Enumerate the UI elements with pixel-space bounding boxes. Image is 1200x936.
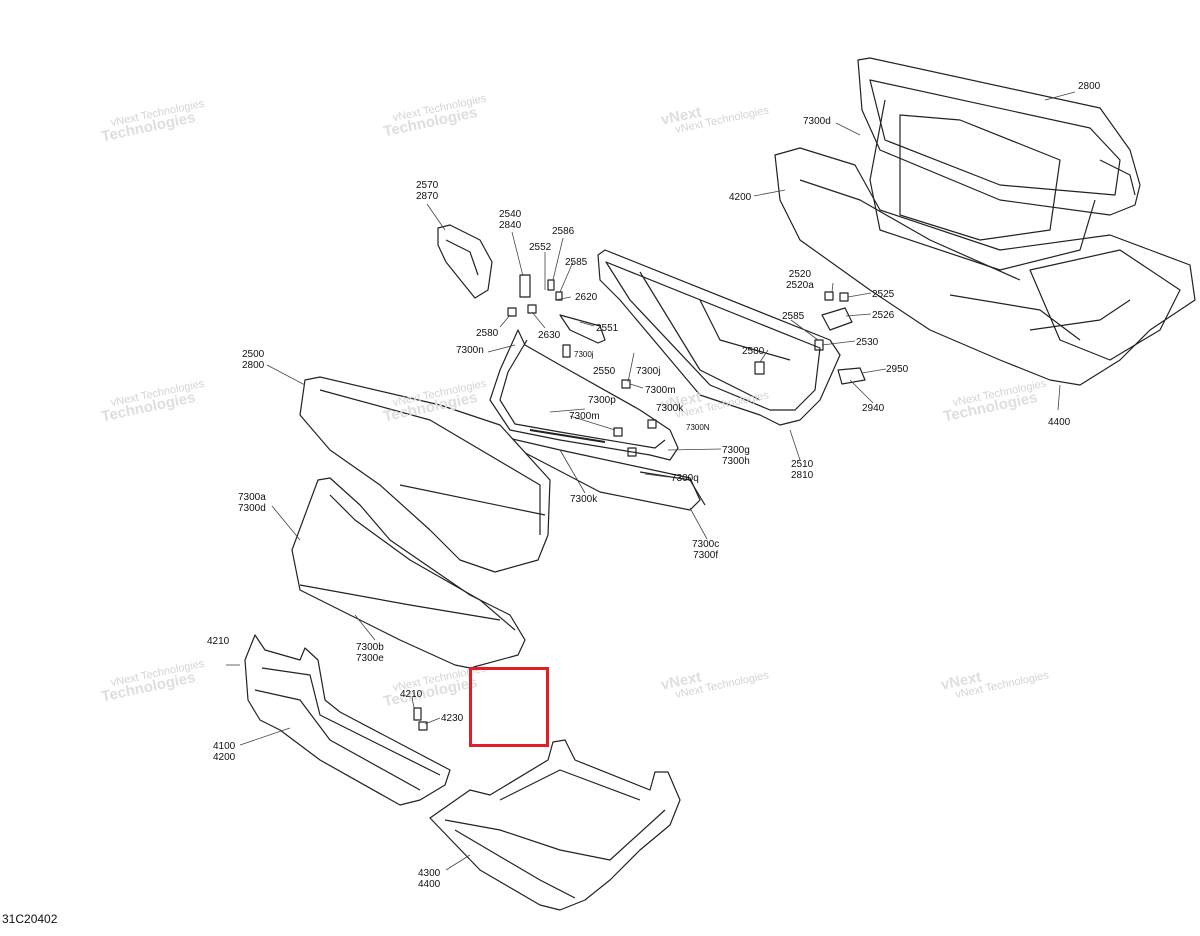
part-label: 7300N bbox=[686, 423, 710, 432]
door-panel-upper bbox=[299, 376, 551, 573]
part-label: 2525 bbox=[872, 289, 895, 300]
leader-lines bbox=[226, 91, 1076, 871]
part-label: 2551 bbox=[596, 323, 619, 334]
diagram-id: 31C20402 bbox=[2, 912, 58, 926]
part-label: 2580 bbox=[742, 346, 765, 357]
lower-right-panel bbox=[429, 739, 681, 911]
part-label: 4400 bbox=[1048, 417, 1071, 428]
part-label: 7300m bbox=[645, 385, 676, 396]
door-frame bbox=[597, 249, 841, 426]
part-label: 4230 bbox=[441, 713, 464, 724]
left-bracket bbox=[437, 224, 493, 299]
part-label: 2620 bbox=[575, 292, 598, 303]
rear-body-panel bbox=[774, 57, 1196, 386]
part-label: 2580 bbox=[476, 328, 499, 339]
part-label: 7300k bbox=[570, 494, 598, 505]
part-label: 4210 bbox=[207, 636, 230, 647]
part-label: 2550 bbox=[593, 366, 616, 377]
part-label: 4200 bbox=[729, 192, 752, 203]
highlight-box[interactable] bbox=[469, 667, 549, 747]
part-label: 7300n bbox=[456, 345, 484, 356]
part-label: 7300p bbox=[588, 395, 616, 406]
part-label: 2530 bbox=[856, 337, 879, 348]
part-label: 2526 bbox=[872, 310, 895, 321]
part-label: 7300k bbox=[656, 403, 684, 414]
part-label: 7300j bbox=[574, 350, 594, 359]
part-label: 2585 bbox=[565, 257, 588, 268]
part-label: 7300q bbox=[671, 473, 699, 484]
part-label: 7300j bbox=[636, 366, 661, 377]
part-label: 2552 bbox=[529, 242, 552, 253]
hardware-cluster bbox=[507, 274, 866, 457]
door-panel-lower bbox=[291, 477, 526, 669]
lower-left-panel bbox=[244, 634, 451, 806]
part-label: 2586 bbox=[552, 226, 575, 237]
part-label: 2800 bbox=[1078, 81, 1101, 92]
part-label: 2950 bbox=[886, 364, 909, 375]
part-label: 2630 bbox=[538, 330, 561, 341]
part-label: 4210 bbox=[400, 689, 423, 700]
part-label: 2585 bbox=[782, 311, 805, 322]
part-label: 7300d bbox=[803, 116, 831, 127]
part-label: 7300m bbox=[569, 411, 600, 422]
part-label: 2940 bbox=[862, 403, 885, 414]
